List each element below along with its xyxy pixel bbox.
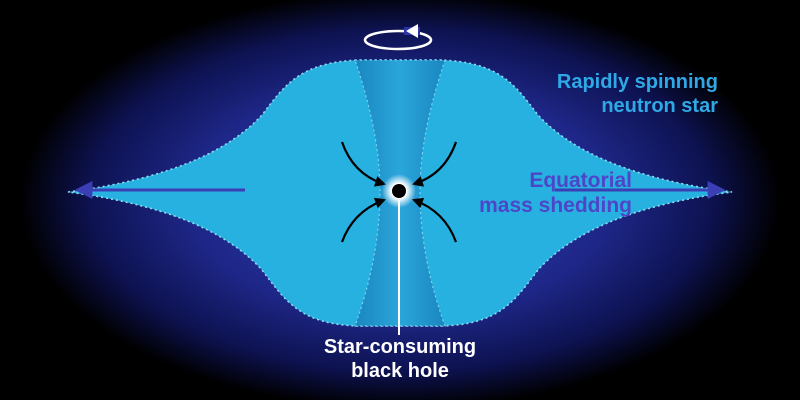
inflow-arrow-top-right xyxy=(411,141,458,187)
inflow-arrow-bottom-right xyxy=(411,197,458,243)
label-black-hole-line-2: black hole xyxy=(351,360,449,382)
label-mass-shedding: Equatorial mass shedding xyxy=(479,168,632,218)
counterclockwise-rotation-arrow-icon xyxy=(363,24,433,51)
label-mass-shedding-line-1: Equatorial xyxy=(529,169,632,192)
label-black-hole: Star-consuming black hole xyxy=(300,335,500,383)
black-hole-dot-icon xyxy=(382,174,416,208)
label-black-hole-line-1: Star-consuming xyxy=(323,336,477,358)
label-mass-shedding-line-2: mass shedding xyxy=(479,194,632,217)
inflow-arrow-bottom-left xyxy=(340,197,387,243)
label-neutron-star-line-2: neutron star xyxy=(601,95,718,117)
inflow-arrows xyxy=(340,141,458,243)
inflow-arrow-top-left xyxy=(340,141,387,187)
label-neutron-star-line-1: Rapidly spinning xyxy=(556,71,718,93)
label-neutron-star: Rapidly spinning neutron star xyxy=(557,70,718,118)
